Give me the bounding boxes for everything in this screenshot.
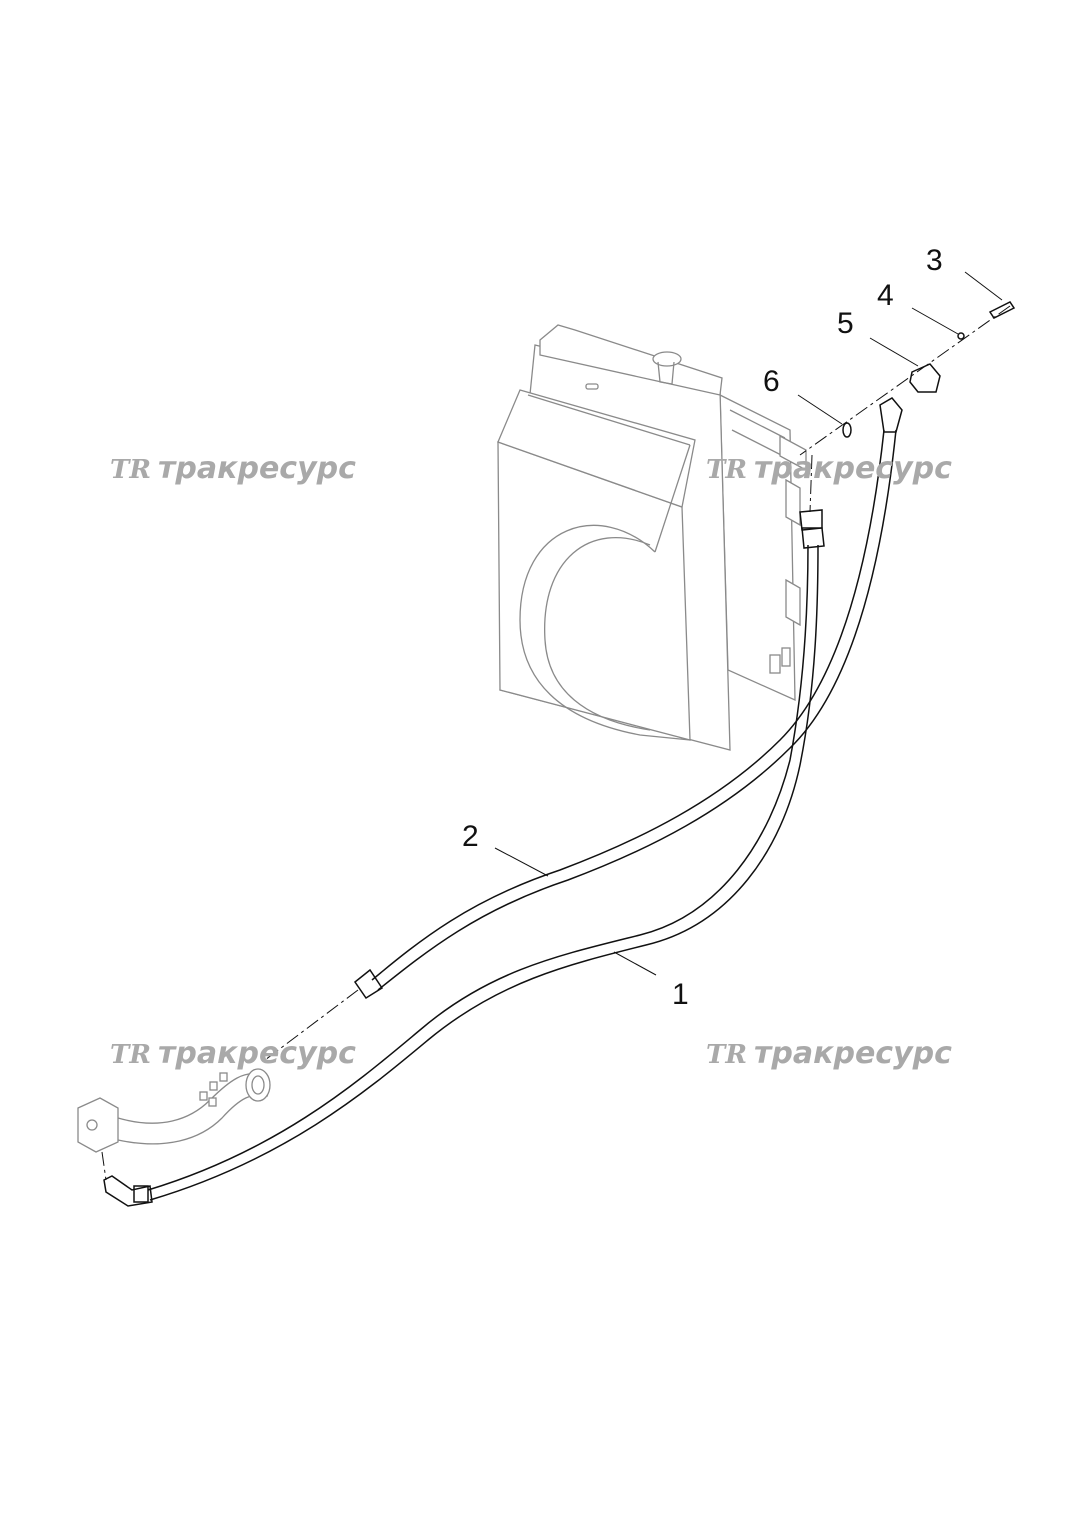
watermark-text: тракресурс (158, 1036, 356, 1071)
watermark-logo: TR (706, 455, 747, 485)
watermark-logo: TR (110, 1040, 151, 1070)
leader-lines (494, 271, 1003, 976)
flange-half-part-5 (909, 363, 941, 393)
watermark-text: тракресурс (754, 1036, 952, 1071)
watermark-text: тракресурс (754, 451, 952, 486)
radiator-assembly (497, 324, 807, 751)
callout-2: 2 (462, 820, 479, 853)
callout-3: 3 (926, 244, 943, 277)
assembly-center-lines (101, 305, 1011, 1181)
watermark-bottom-right: TR тракресурс (706, 1036, 952, 1071)
callout-6: 6 (763, 365, 780, 398)
watermark-bottom-left: TR тракресурс (110, 1036, 356, 1071)
lower-pipe-assembly (77, 1068, 271, 1153)
watermark-text: тракресурс (158, 451, 356, 486)
bolt-part-3 (988, 301, 1016, 319)
watermark-top-left: TR тракресурс (110, 451, 356, 486)
watermark-top-right: TR тракресурс (706, 451, 952, 486)
callout-labels: 1 2 3 4 5 6 (462, 244, 943, 1011)
watermark-logo: TR (706, 1040, 747, 1070)
washer-part-4 (957, 332, 965, 340)
callout-1: 1 (672, 978, 689, 1011)
hose-2 (353, 397, 903, 1000)
hose-1 (103, 509, 825, 1207)
watermark-logo: TR (110, 455, 151, 485)
callout-5: 5 (837, 307, 854, 340)
callout-4: 4 (877, 279, 894, 312)
o-ring-part-6 (842, 422, 852, 438)
